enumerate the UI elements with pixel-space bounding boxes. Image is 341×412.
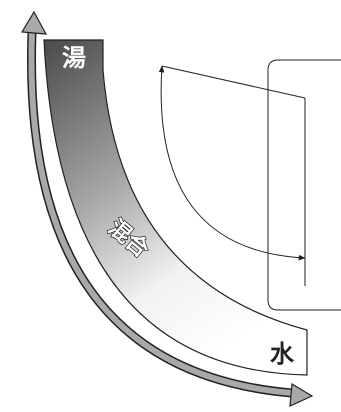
label-cold: 水 [270, 340, 295, 368]
lever-outline [267, 59, 341, 311]
arrow-head-top [20, 10, 48, 35]
pointer-line [161, 65, 306, 99]
rotation-angle-arc [158, 65, 306, 261]
outer-range-arrow [20, 10, 314, 407]
label-hot: 湯 [62, 44, 86, 72]
temperature-band [43, 39, 308, 376]
arrow-head-bottom [289, 382, 314, 407]
